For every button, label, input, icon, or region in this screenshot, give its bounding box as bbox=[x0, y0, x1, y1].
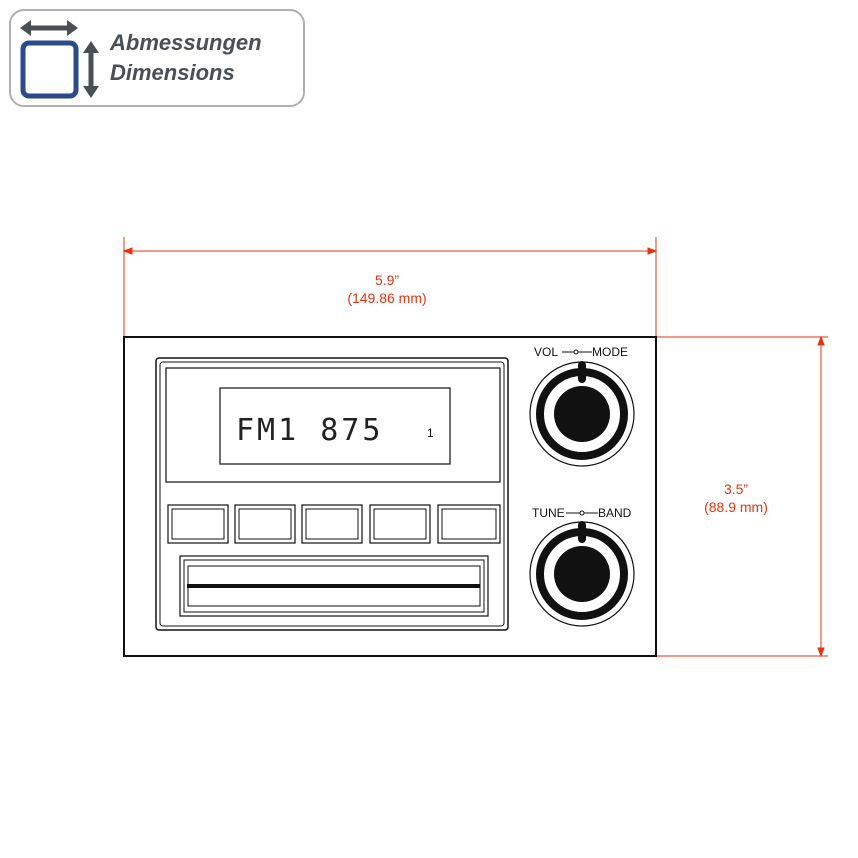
preset-buttons bbox=[167, 504, 501, 544]
header-title-de: Abmessungen bbox=[109, 30, 262, 55]
header-badge: Abmessungen Dimensions bbox=[9, 9, 305, 107]
width-mm: (149.86 mm) bbox=[347, 290, 426, 306]
knob-label-vol: VOL bbox=[534, 345, 558, 359]
lcd-display bbox=[219, 387, 451, 465]
height-dimension bbox=[656, 335, 828, 658]
preset-button-4[interactable] bbox=[369, 504, 431, 544]
vol-mode-knob[interactable] bbox=[529, 361, 635, 467]
display-frequency: FM1 875 bbox=[236, 413, 383, 448]
tune-band-knob[interactable] bbox=[529, 521, 635, 627]
header-title-en: Dimensions bbox=[110, 60, 235, 85]
preset-button-3[interactable] bbox=[301, 504, 363, 544]
knob-label-tune: TUNE bbox=[532, 506, 565, 520]
cassette-slot bbox=[179, 555, 489, 617]
preset-button-2[interactable] bbox=[234, 504, 296, 544]
width-inches: 5.9” bbox=[375, 272, 399, 288]
display-preset: 1 bbox=[427, 426, 434, 440]
radio-faceplate: FM1 875 1 VOL MODE TUNE BAND bbox=[123, 336, 657, 657]
preset-button-5[interactable] bbox=[437, 504, 501, 544]
knob-label-band: BAND bbox=[598, 506, 632, 520]
preset-button-1[interactable] bbox=[167, 504, 229, 544]
width-dimension bbox=[122, 237, 658, 337]
knob-label-mode: MODE bbox=[592, 345, 628, 359]
dimensions-icon bbox=[20, 20, 99, 99]
height-mm: (88.9 mm) bbox=[704, 499, 768, 515]
height-inches: 3.5” bbox=[724, 481, 748, 497]
